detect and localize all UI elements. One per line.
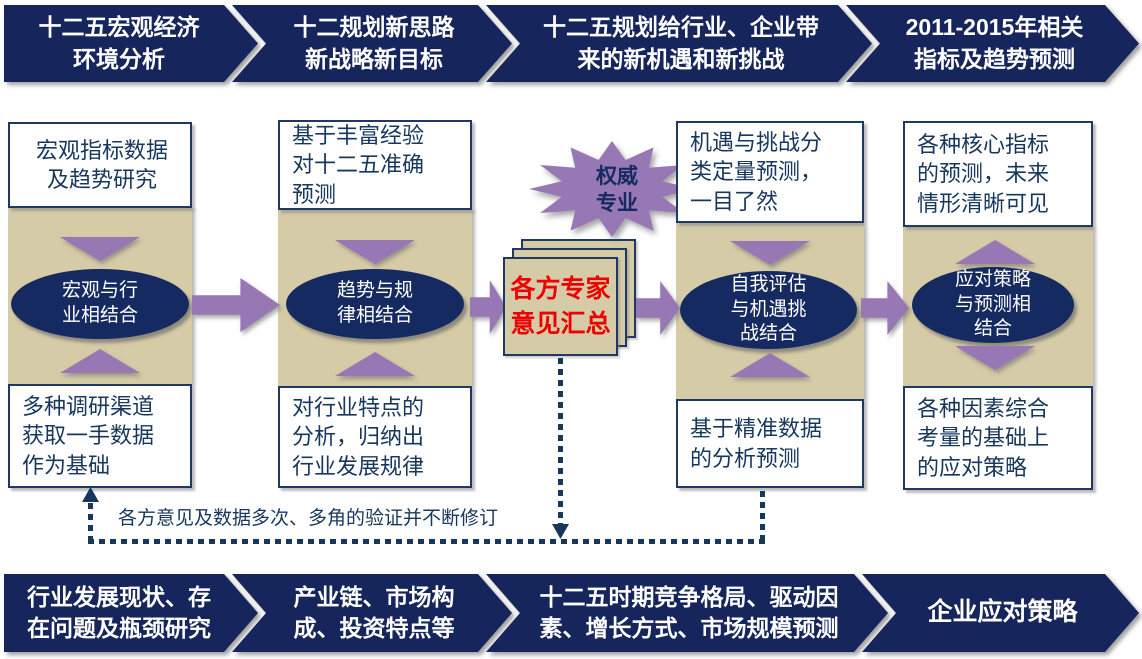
flow-arrow-shape [192,278,280,332]
column-4-top-box: 机遇与挑战分 类定量预测， 一目了然 [676,121,864,223]
feedback-line-right-vertical [760,491,765,540]
flow-arrow-right-icon [861,281,909,335]
triangle-down-shape [955,346,1035,370]
triangle-up-shape [955,240,1035,264]
bottom-banner-1: 行业发展现状、存 在问题及瓶颈研究 [4,574,258,652]
column-1-bottom-box: 多种调研渠道 获取一手数据 作为基础 [8,384,192,488]
bottom-banner-3: 十二五时期竞争格局、驱动因 素、增长方式、市场规模预测 [486,574,888,652]
triangle-down-shape [335,240,415,264]
expert-pages-label: 各方专家 意见汇总 [510,274,611,338]
bottom-banner-4-label: 企业应对策略 [862,574,1139,652]
triangle-down-icon [335,240,415,264]
top-banner-4-label: 2011-2015年相关 指标及趋势预测 [846,5,1139,82]
column-5-top-box: 各种核心指标 的预测，未来 情形清晰可见 [903,121,1093,227]
flow-arrow-shape [861,281,909,335]
flow-arrow-right-icon [636,281,680,335]
top-banner-2: 十二规划新思路 新战略新目标 [232,5,512,82]
flow-arrow-right-icon [470,280,506,334]
bottom-banner-1-label: 行业发展现状、存 在问题及瓶颈研究 [4,574,258,652]
triangle-up-icon [730,353,810,377]
column-4-ellipse: 自我评估 与机遇挑 战结合 [680,271,857,349]
top-banner-2-label: 十二规划新思路 新战略新目标 [232,5,512,82]
top-banner-4: 2011-2015年相关 指标及趋势预测 [846,5,1139,82]
bottom-banner-2: 产业链、市场构 成、投资特点等 [232,574,512,652]
triangle-down-icon [955,346,1035,370]
triangle-up-icon [335,352,415,376]
column-2-bottom-box: 对行业特点的 分析，归纳出 行业发展规律 [278,386,472,488]
column-4-bottom-box: 基于精准数据 的分析预测 [676,399,864,488]
feedback-arrow-down-icon [552,524,569,539]
column-5-ellipse: 应对策略 与预测相 结合 [912,267,1074,343]
top-banner-3: 十二五规划给行业、企业带 来的新机遇和新挑战 [486,5,872,82]
column-1-top-box: 宏观指标数据 及趋势研究 [8,122,192,208]
feedback-line-left-vertical [88,503,93,541]
triangle-up-icon [60,349,140,373]
expert-pages-sheet-1: 各方专家 意见汇总 [503,257,618,356]
starburst-shape [529,141,695,237]
triangle-down-icon [60,237,140,261]
bottom-banner-2-label: 产业链、市场构 成、投资特点等 [232,574,512,652]
column-5-bottom-box: 各种因素综合 考量的基础上 的应对策略 [903,386,1093,490]
triangle-down-shape [730,241,810,265]
triangle-down-shape [60,237,140,261]
starburst-label: 权威 专业 [596,164,638,215]
triangle-down-icon [730,241,810,265]
bottom-banner-4: 企业应对策略 [862,574,1139,652]
triangle-up-shape [60,349,140,373]
column-2-ellipse: 趋势与规 律相结合 [286,269,464,339]
top-banner-1: 十二五宏观经济 环境分析 [4,5,258,82]
triangle-up-icon [955,240,1035,264]
bottom-banner-3-label: 十二五时期竞争格局、驱动因 素、增长方式、市场规模预测 [486,574,888,652]
flow-arrow-right-icon [192,278,280,332]
column-2-top-box: 基于丰富经验 对十二五准确 预测 [278,120,472,210]
triangle-up-shape [730,353,810,377]
flow-arrow-shape [470,280,506,334]
feedback-arrow-up-icon [82,487,99,502]
feedback-line-horizontal [88,539,765,544]
feedback-note: 各方意见及数据多次、多角的验证并不断修订 [118,508,499,529]
feedback-line-center-vertical [558,358,563,524]
top-banner-1-label: 十二五宏观经济 环境分析 [4,5,258,82]
triangle-up-shape [335,352,415,376]
starburst-icon [529,141,695,237]
starburst-badge [527,139,697,239]
flow-arrow-shape [636,281,680,335]
top-banner-3-label: 十二五规划给行业、企业带 来的新机遇和新挑战 [486,5,872,82]
column-1-ellipse: 宏观与行 业相结合 [11,269,189,339]
